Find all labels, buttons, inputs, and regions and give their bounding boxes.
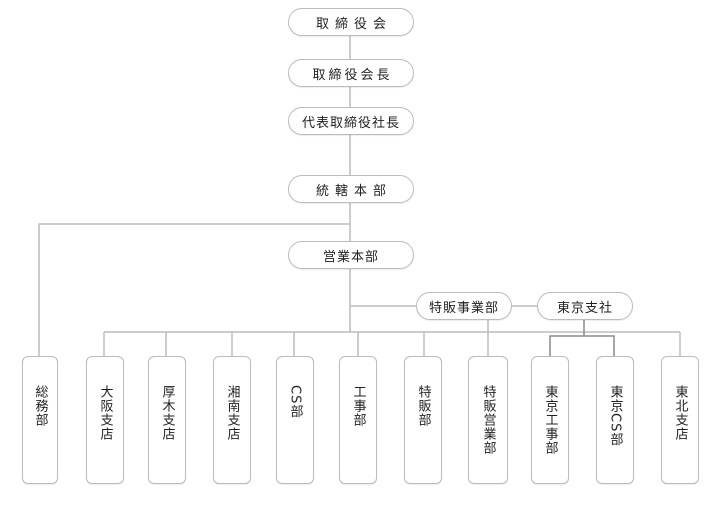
dept-label: 東京工事部 — [542, 385, 558, 455]
chairman-box: 取締役会長 — [288, 59, 414, 87]
dept-label: 湘南支店 — [224, 385, 240, 441]
dept-label: 特販営業部 — [480, 385, 496, 455]
board-of-directors-label: 取締役会 — [315, 16, 392, 32]
dept-tohoku-branch: 東北支店 — [661, 356, 699, 484]
dept-shonan-branch: 湘南支店 — [213, 356, 251, 484]
general-headquarters-label: 統轄本部 — [315, 183, 392, 199]
dept-tokyo-construction: 東京工事部 — [531, 356, 569, 484]
dept-label: 厚木支店 — [159, 385, 175, 441]
president-label: 代表取締役社長 — [301, 115, 400, 131]
special-sales-division-box: 特販事業部 — [416, 292, 512, 320]
dept-construction: 工事部 — [339, 356, 377, 484]
dept-label: 東京CS部 — [607, 385, 623, 447]
dept-osaka-branch: 大阪支店 — [86, 356, 124, 484]
general-headquarters-box: 統轄本部 — [288, 175, 414, 203]
tokyo-branch-office-label: 東京支社 — [556, 300, 613, 316]
dept-general-affairs: 総務部 — [22, 356, 58, 484]
dept-special-sales-business: 特販営業部 — [468, 356, 508, 484]
dept-tokyo-cs: 東京CS部 — [596, 356, 634, 484]
dept-special-sales: 特販部 — [404, 356, 442, 484]
dept-label: 大阪支店 — [97, 385, 113, 441]
sales-headquarters-box: 営業本部 — [288, 241, 414, 269]
board-of-directors-box: 取締役会 — [288, 8, 414, 36]
dept-label: CS部 — [287, 385, 303, 419]
dept-label: 総務部 — [32, 385, 48, 427]
sales-headquarters-label: 営業本部 — [322, 249, 379, 265]
dept-label: 工事部 — [350, 385, 366, 427]
president-box: 代表取締役社長 — [288, 107, 414, 135]
dept-label: 東北支店 — [672, 385, 688, 441]
dept-cs: CS部 — [276, 356, 314, 484]
special-sales-division-label: 特販事業部 — [428, 300, 499, 316]
tokyo-branch-office-box: 東京支社 — [537, 292, 633, 320]
chairman-label: 取締役会長 — [312, 67, 393, 83]
dept-atsugi-branch: 厚木支店 — [148, 356, 186, 484]
dept-label: 特販部 — [415, 385, 431, 427]
